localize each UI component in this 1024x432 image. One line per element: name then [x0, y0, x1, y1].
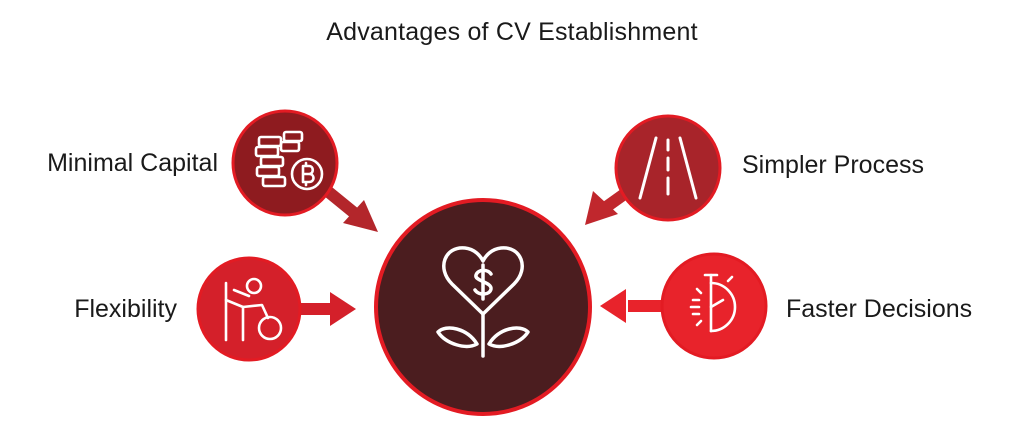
stopwatch-icon [689, 273, 737, 333]
circle-simpler-process [614, 114, 722, 222]
center-circle [374, 198, 592, 416]
circle-minimal-capital [231, 109, 339, 217]
circle-faster-decisions [660, 252, 768, 360]
label-faster-decisions: Faster Decisions [786, 295, 973, 323]
person-ball-icon [224, 277, 283, 342]
circle-flexibility [196, 256, 302, 362]
label-simpler-process: Simpler Process [742, 151, 924, 179]
road-icon [638, 136, 698, 200]
label-minimal-capital: Minimal Capital [47, 149, 218, 177]
label-flexibility: Flexibility [74, 295, 177, 323]
heart-dollar-plant-icon [436, 246, 530, 358]
coins-bitcoin-icon [254, 130, 324, 191]
diagram-title: Advantages of CV Establishment [326, 18, 698, 46]
